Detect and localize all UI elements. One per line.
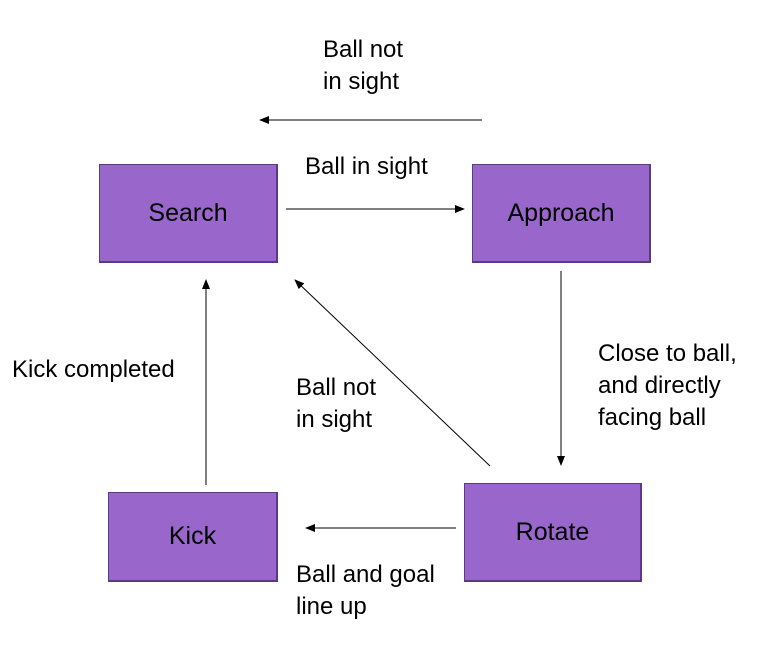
state-approach: Approach [472, 164, 651, 263]
label-rotate-to-search: Ball not in sight [296, 374, 377, 433]
label-approach-to-rotate: Close to ball, and directly facing ball [598, 340, 737, 431]
label-search-to-approach: Ball in sight [305, 153, 428, 180]
label-approach-to-search: Ball not in sight [323, 36, 404, 95]
state-rotate: Rotate [464, 483, 642, 582]
label-kick-to-search: Kick completed [12, 356, 175, 383]
arrow-rotate-to-search [294, 279, 491, 467]
state-search: Search [99, 164, 278, 263]
state-kick: Kick [108, 492, 278, 582]
label-rotate-to-kick: Ball and goal line up [296, 561, 435, 620]
